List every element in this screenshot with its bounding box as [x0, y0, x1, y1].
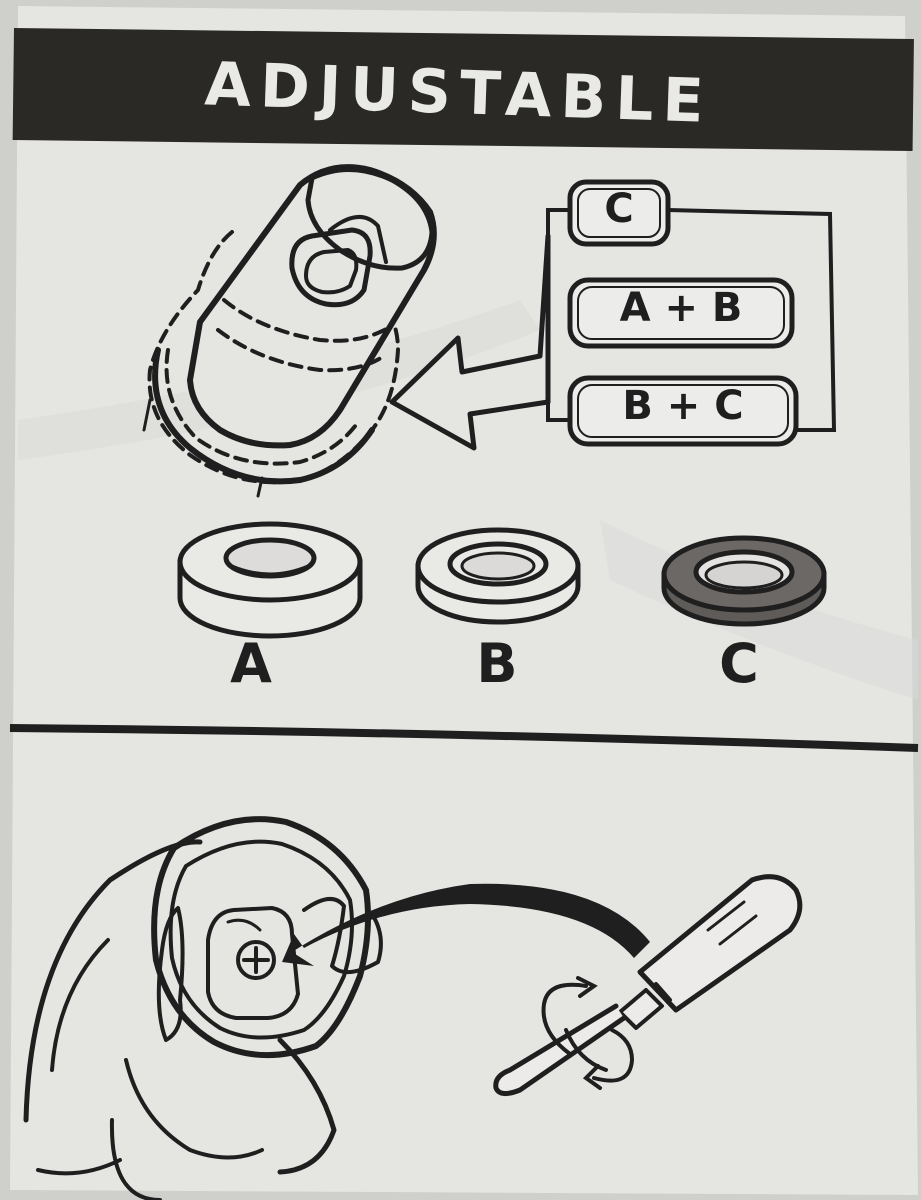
ring-c-icon: [661, 535, 827, 627]
combination-label-1: C: [604, 186, 634, 232]
screwdriver-icon: [493, 874, 803, 1096]
rotate-arrows-icon: [541, 976, 635, 1090]
gas-bottle-valve-illustration: [23, 816, 383, 1200]
combination-box-1: [567, 179, 671, 247]
section-divider: [9, 724, 919, 752]
combination-box-3: [567, 375, 799, 447]
ring-a-label: A: [230, 632, 272, 695]
ring-a-icon: [177, 521, 363, 639]
ring-b-label: B: [476, 632, 518, 695]
combination-box-2: [567, 277, 795, 349]
ring-b-icon: [415, 527, 581, 625]
combination-label-3: B + C: [622, 383, 744, 429]
combination-bracket: [546, 208, 837, 432]
curved-arrow-icon: [282, 883, 650, 966]
ring-c-label: C: [719, 632, 759, 695]
combination-label-2: A + B: [619, 285, 743, 331]
valve-cap-illustration: [142, 164, 437, 498]
left-arrow-icon: [389, 208, 570, 451]
